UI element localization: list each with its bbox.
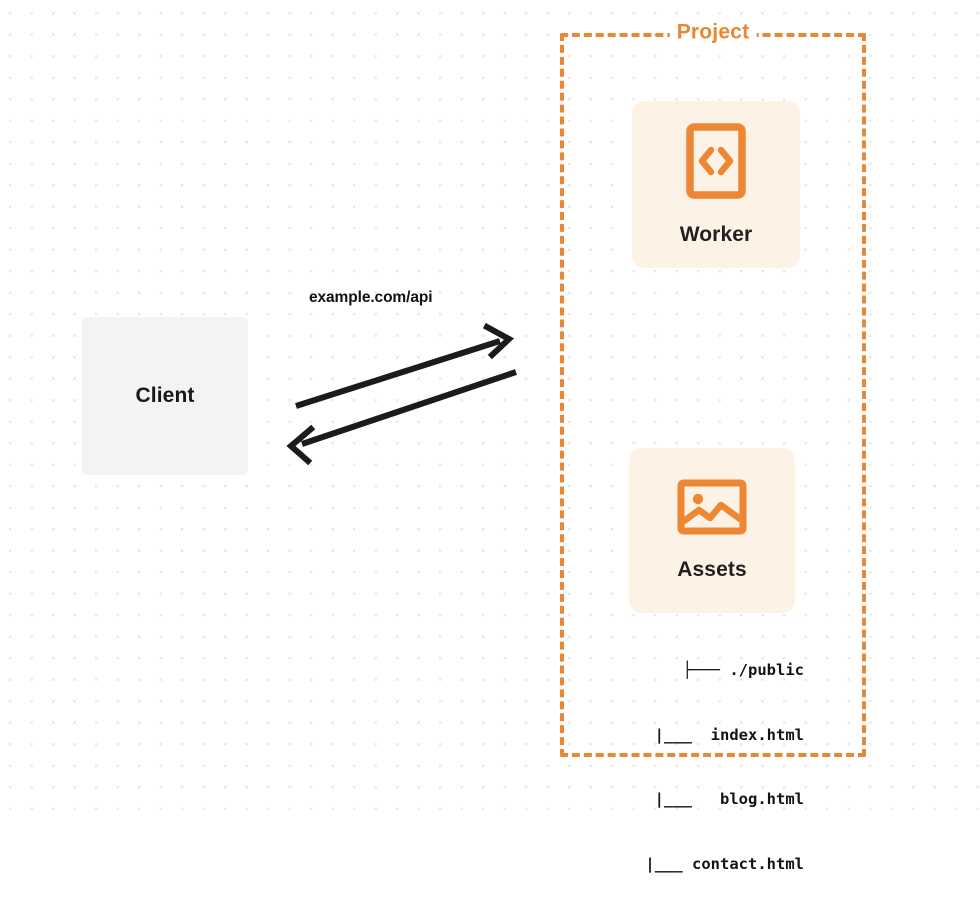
assets-file-tree: ├─── ./public |___ index.html |___ blog.… [607,617,804,918]
project-boundary: Project [560,20,866,757]
connection-label: example.com/api [309,289,433,306]
client-label: Client [135,384,195,407]
image-icon [677,479,747,540]
code-brackets-icon [686,122,746,204]
file-tree-line: |___ index.html [617,725,804,744]
response-arrow [286,369,517,466]
assets-label: Assets [677,558,747,581]
request-arrow [295,322,515,409]
worker-node[interactable]: Worker [632,101,800,268]
worker-label: Worker [679,222,753,246]
file-tree-line: ├─── ./public [682,661,804,679]
assets-node[interactable]: Assets [629,448,795,613]
file-tree-line: |___ blog.html [617,790,804,808]
file-tree-line: |___ contact.html [608,854,804,873]
diagram-canvas: Client example.com/api Project Worker [0,0,980,873]
client-node[interactable]: Client [82,317,248,475]
project-title: Project [669,20,757,45]
